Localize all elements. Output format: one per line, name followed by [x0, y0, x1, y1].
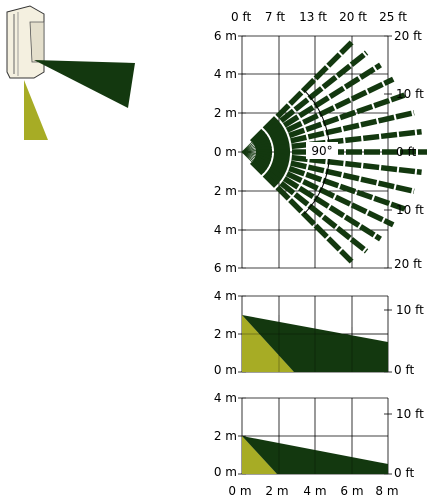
detection-beam	[253, 155, 395, 228]
m-axis-label: 2 m	[265, 484, 288, 498]
top-view: 90° 6 m 4 m 2 m 0 m 2 m 4 m 6 m 20 ft 10…	[214, 29, 427, 275]
detection-beam	[255, 150, 422, 175]
ft-tick-label: 0 ft	[394, 363, 414, 377]
m-tick-label: 0 m	[214, 145, 237, 159]
detection-beam	[255, 110, 415, 152]
beam-origin-line	[241, 151, 253, 163]
m-tick-label: 6 m	[214, 261, 237, 275]
angle-label: 90°	[311, 144, 332, 158]
ft-tick-label: 10 ft	[396, 87, 424, 101]
m-axis-label: 6 m	[340, 484, 363, 498]
bottom-meter-axis: 0 m 2 m 4 m 6 m 8 m	[228, 484, 398, 498]
m-tick-label: 0 m	[214, 363, 237, 377]
m-tick-label: 0 m	[214, 465, 237, 479]
ft-tick-label: 0 ft	[396, 145, 416, 159]
m-tick-label: 4 m	[214, 67, 237, 81]
ft-tick-label: 0 ft	[231, 10, 251, 24]
detection-beam	[249, 40, 354, 145]
detection-beam	[254, 92, 406, 150]
fan-beams	[241, 40, 427, 264]
m-tick-label: 4 m	[214, 223, 237, 237]
ft-tick-label: 10 ft	[396, 203, 424, 217]
detection-beam	[251, 50, 369, 146]
ft-tick-label: 20 ft	[394, 257, 422, 271]
m-tick-label: 2 m	[214, 429, 237, 443]
ft-tick-label: 7 ft	[265, 10, 285, 24]
detection-beam	[249, 159, 354, 264]
m-axis-label: 0 m	[228, 484, 251, 498]
m-tick-label: 6 m	[214, 29, 237, 43]
detection-beam	[255, 152, 415, 194]
detection-beam	[252, 62, 382, 147]
m-tick-label: 4 m	[214, 391, 237, 405]
detection-beam	[253, 76, 395, 149]
side-view-1: 4 m 2 m 0 m 10 ft 0 ft	[214, 289, 424, 377]
detector-illustration	[6, 5, 135, 140]
top-view-grid	[238, 35, 392, 269]
side-view-2: 4 m 2 m 0 m 10 ft 0 ft	[214, 391, 424, 480]
angle-label-bg	[306, 142, 338, 159]
detection-beam	[252, 157, 382, 242]
detection-beam	[255, 129, 422, 154]
side-1-grid-overlay	[242, 315, 388, 372]
top-feet-axis: 0 ft 7 ft 13 ft 20 ft 25 ft	[231, 10, 407, 24]
detection-beam	[251, 158, 369, 254]
detector-wide-beam	[34, 60, 135, 108]
detection-beam	[254, 154, 406, 212]
m-axis-label: 8 m	[375, 484, 398, 498]
detector-downward-beam	[24, 80, 48, 140]
m-tick-label: 2 m	[214, 106, 237, 120]
ft-tick-label: 10 ft	[396, 407, 424, 421]
ft-tick-label: 25 ft	[379, 10, 407, 24]
m-tick-label: 2 m	[214, 184, 237, 198]
side-2-grid-overlay	[278, 443, 353, 474]
m-tick-label: 2 m	[214, 327, 237, 341]
ft-tick-label: 10 ft	[396, 303, 424, 317]
ft-tick-label: 20 ft	[339, 10, 367, 24]
ft-tick-label: 20 ft	[394, 29, 422, 43]
m-tick-label: 4 m	[214, 289, 237, 303]
ft-tick-label: 0 ft	[394, 466, 414, 480]
ft-tick-label: 13 ft	[299, 10, 327, 24]
m-axis-label: 4 m	[303, 484, 326, 498]
